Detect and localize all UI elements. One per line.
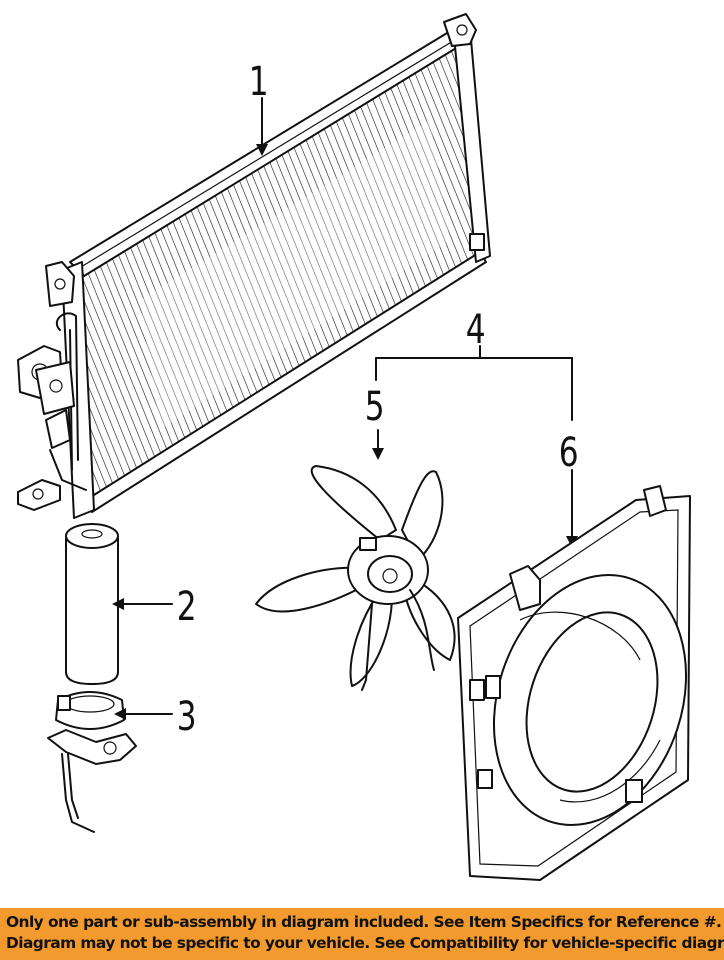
parts-diagram: 1 2 3 4 xyxy=(17,13,691,881)
fan-shroud-drawing xyxy=(457,469,691,881)
callout-1: 1 xyxy=(249,59,269,105)
callout-2: 2 xyxy=(177,584,197,630)
receiver-drier-drawing xyxy=(65,523,173,685)
disclaimer-line-2: Diagram may not be specific to your vehi… xyxy=(6,934,724,952)
assembly-4-leader xyxy=(375,345,573,421)
disclaimer-banner: Only one part or sub-assembly in diagram… xyxy=(0,908,724,960)
drier-bracket-drawing xyxy=(47,691,173,833)
callout-5: 5 xyxy=(365,384,385,430)
condenser-drawing xyxy=(17,13,491,519)
callout-4: 4 xyxy=(466,307,486,353)
callout-6: 6 xyxy=(559,430,579,476)
fan-drawing xyxy=(255,429,456,691)
disclaimer-line-1: Only one part or sub-assembly in diagram… xyxy=(6,913,722,931)
callout-3: 3 xyxy=(177,694,197,740)
